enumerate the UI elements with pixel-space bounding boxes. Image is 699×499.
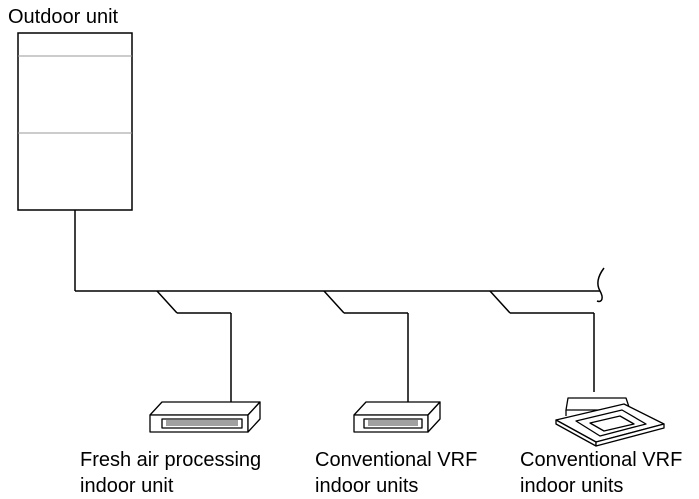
ducted-vrf-unit-label-line1: Conventional VRF — [315, 449, 478, 471]
fresh-air-unit-label-line1: Fresh air processing — [80, 449, 262, 471]
cassette-indoor-unit-icon — [555, 397, 665, 447]
ducted-vrf-unit-label-line2: indoor units — [315, 475, 419, 497]
branch-pipe-1 — [156, 290, 232, 402]
outdoor-unit-label: Outdoor unit — [8, 6, 119, 28]
ducted-indoor-unit-icon — [353, 401, 441, 433]
ducted-vrf-unit-label: Conventional VRF indoor units — [315, 447, 477, 499]
branch-pipe-3 — [489, 290, 595, 392]
cassette-vrf-unit-label: Conventional VRF indoor units — [520, 447, 682, 499]
cassette-vrf-unit-label-line1: Conventional VRF — [520, 449, 683, 471]
main-pipe — [74, 210, 600, 292]
fresh-air-unit-label: Fresh air processing indoor unit — [80, 447, 261, 499]
cassette-vrf-unit-label-line2: indoor units — [520, 475, 624, 497]
fresh-air-unit-label-line2: indoor unit — [80, 475, 174, 497]
outdoor-unit — [17, 32, 133, 211]
branch-pipe-2 — [323, 290, 409, 402]
fresh-air-unit-icon — [149, 401, 261, 433]
pipe-continuation-break — [596, 267, 605, 303]
